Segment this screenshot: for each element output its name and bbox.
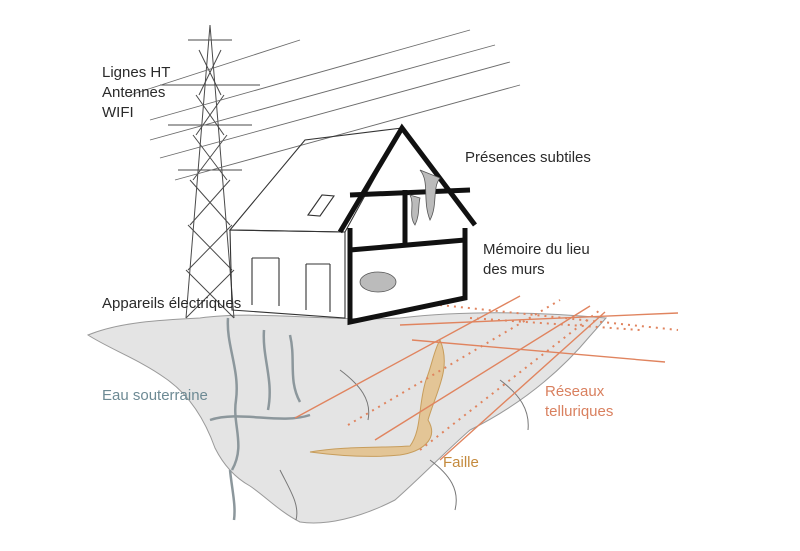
label-power-lines: Lignes HT xyxy=(102,63,170,82)
label-appliances: Appareils électriques xyxy=(102,294,241,313)
subtle-presences xyxy=(360,170,440,292)
label-memory-line-1: Mémoire du lieu xyxy=(483,240,590,259)
label-telluric-line-2: telluriques xyxy=(545,402,613,421)
label-groundwater: Eau souterraine xyxy=(102,386,208,405)
label-memory-line-2: des murs xyxy=(483,260,545,279)
label-telluric-line-1: Réseaux xyxy=(545,382,604,401)
power-lines xyxy=(130,30,520,180)
label-wifi: WIFI xyxy=(102,103,134,122)
house-cutaway xyxy=(340,128,475,322)
label-antennas: Antennes xyxy=(102,83,165,102)
label-subtle-presences: Présences subtiles xyxy=(465,148,591,167)
label-fault: Faille xyxy=(443,453,479,472)
